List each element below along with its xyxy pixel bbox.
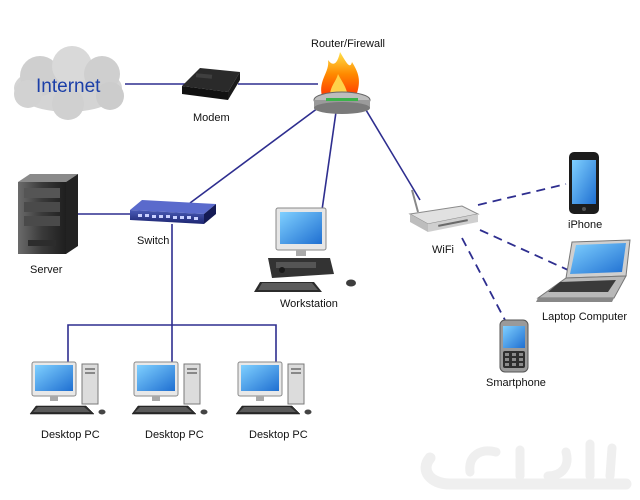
desktop-pc-3-icon: [235, 361, 312, 415]
link-wifi-laptop: [479, 229, 569, 271]
laptop-icon: [536, 239, 631, 302]
desktop-pc-3-label: Desktop PC: [249, 429, 308, 441]
link-router-wifi: [365, 109, 421, 201]
workstation-icon: [254, 207, 356, 292]
smartphone-label: Smartphone: [486, 377, 546, 389]
switch-label: Switch: [137, 235, 170, 247]
server-label: Server: [30, 264, 63, 276]
laptop-label: Laptop Computer: [542, 311, 627, 323]
server-icon: [18, 174, 78, 254]
link-wifi-iphone: [477, 183, 567, 206]
router-firewall-label: Router/Firewall: [311, 38, 385, 50]
wifi-label: WiFi: [432, 244, 454, 256]
internet-label: Internet: [36, 76, 101, 97]
desktop-pc-1-icon: [29, 361, 106, 415]
switch-icon: [130, 200, 216, 224]
wireless-links: [461, 183, 569, 323]
workstation-label: Workstation: [280, 298, 338, 310]
modem-label: Modem: [193, 112, 230, 124]
modem-icon: [182, 68, 240, 100]
iphone-label: iPhone: [568, 219, 603, 231]
watermark-logo: [420, 439, 632, 490]
desktop-pc-2-label: Desktop PC: [145, 429, 204, 441]
wired-links: [67, 83, 421, 362]
desktop-pc-2-icon: [131, 361, 208, 415]
link-router-workstation: [321, 111, 337, 211]
link-wifi-smartphone: [461, 237, 507, 323]
wifi-access-point-icon: [408, 189, 480, 232]
link-router-switch: [189, 107, 319, 204]
iphone-icon: [569, 152, 599, 214]
internet-cloud-icon: [14, 46, 124, 120]
desktop-pc-1-label: Desktop PC: [41, 429, 100, 441]
smartphone-icon: [499, 319, 529, 373]
router-firewall-icon: [313, 52, 371, 114]
